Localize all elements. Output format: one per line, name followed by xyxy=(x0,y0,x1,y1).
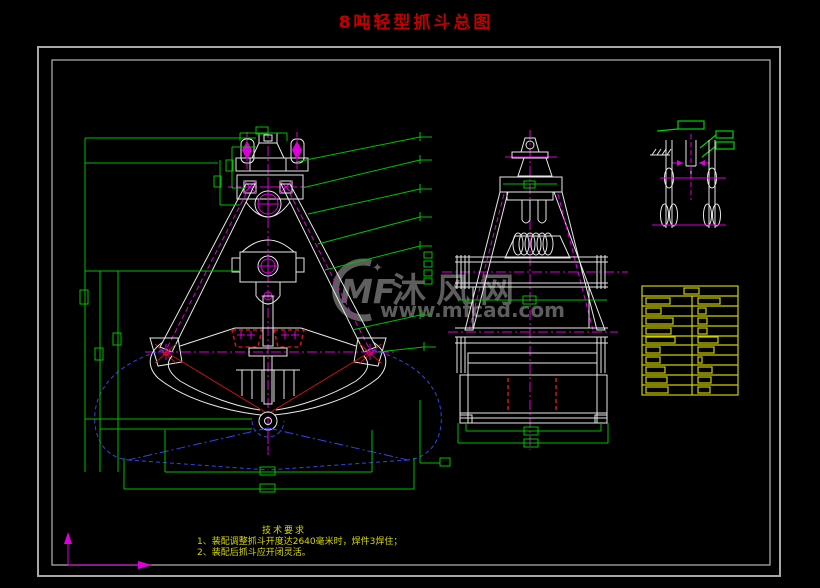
edge-plates xyxy=(230,329,306,348)
side-bucket-box xyxy=(459,374,608,424)
rigging-diagram xyxy=(650,120,735,228)
notes-item-1: 1、装配调整抓斗开度达2640毫米时，焊件3焊住； xyxy=(197,535,402,547)
side-view xyxy=(442,130,628,450)
rope-socket xyxy=(685,134,697,200)
lifting-beam xyxy=(235,132,309,172)
spread-arrows xyxy=(672,160,710,166)
technical-notes: 技术要求 1、装配调整抓斗开度达2640毫米时，焊件3焊住； 2、装配后抓斗应开… xyxy=(197,524,402,558)
leader-2 xyxy=(301,155,432,189)
leader-7 xyxy=(377,342,436,353)
part-callout-leaders xyxy=(295,132,436,353)
leader-3 xyxy=(307,184,432,215)
side-top-beam xyxy=(499,176,563,224)
tie-rod-left xyxy=(165,351,266,413)
watermark-logo: MF xyxy=(340,272,396,311)
side-top-shackle xyxy=(505,137,557,177)
leader-6 xyxy=(351,310,432,331)
tie-rod-right xyxy=(270,351,371,413)
front-view-dimensions xyxy=(79,126,451,493)
center-column xyxy=(236,295,300,405)
parts-table xyxy=(641,285,739,396)
svg-text:✦: ✦ xyxy=(372,261,383,276)
rigging-label-2 xyxy=(715,130,734,139)
watermark: MF ✦ 沐风网 www.mfcad.com xyxy=(332,258,565,322)
notes-item-2: 2、装配后抓斗应开闭灵活。 xyxy=(197,546,311,558)
watermark-name: 沐风网 xyxy=(392,271,524,311)
bucket-shells xyxy=(149,327,387,416)
side-arms xyxy=(464,191,606,331)
upper-deck xyxy=(455,255,608,328)
rigging-label-3 xyxy=(715,141,735,150)
border-frame xyxy=(37,46,781,577)
notes-heading: 技术要求 xyxy=(262,524,306,536)
lower-deck xyxy=(455,327,608,376)
anchor-hatch xyxy=(650,148,672,156)
rigging-label-1 xyxy=(677,120,705,130)
table-header-cell xyxy=(683,287,700,295)
middle-sheave-assembly xyxy=(231,239,305,305)
side-view-dimensions xyxy=(457,423,609,448)
page-title: 8吨轻型抓斗总图 xyxy=(339,12,494,33)
front-view xyxy=(94,128,442,471)
open-position-phantom xyxy=(94,349,442,471)
leader-4 xyxy=(317,212,432,245)
chain-left xyxy=(660,140,678,228)
rope-drum xyxy=(504,232,571,259)
leader-5 xyxy=(324,241,433,285)
head-block xyxy=(236,174,304,218)
ucs-axis-icon xyxy=(64,532,152,569)
leader-1 xyxy=(295,132,432,163)
bottom-hinge xyxy=(251,411,285,452)
